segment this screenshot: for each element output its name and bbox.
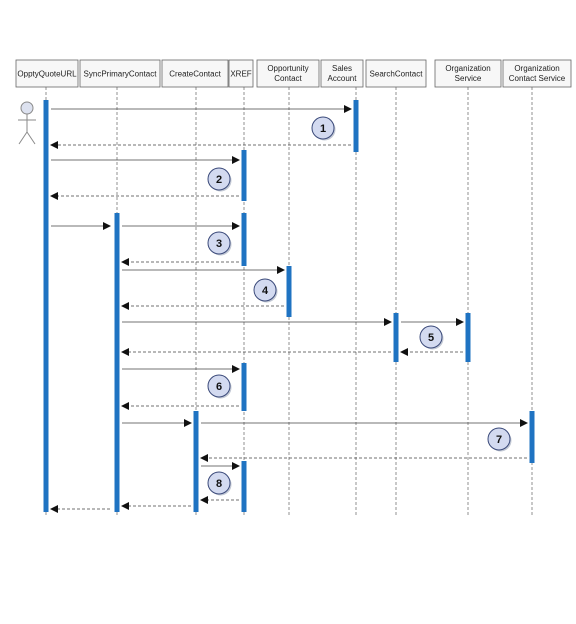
activation-bar-8 [465, 313, 471, 362]
activation-bar-5 [241, 213, 247, 266]
participant-label: Opportunity [267, 64, 308, 73]
participant-label: SearchContact [370, 70, 424, 79]
participant-label: CreateContact [169, 70, 221, 79]
participant-label: OpptyQuoteURL [17, 70, 77, 79]
participant-label: XREF [230, 70, 251, 79]
step-number: 4 [262, 285, 269, 297]
step-number: 6 [216, 381, 222, 393]
participant-label: Service [455, 74, 482, 83]
participant-label: Organization [514, 64, 559, 73]
activation-bar-12 [241, 461, 247, 512]
step-badge-4: 4 [253, 278, 278, 303]
participant-box [79, 59, 161, 88]
activation-bar-9 [241, 363, 247, 411]
activation-bar-2 [353, 100, 359, 152]
participant-box [434, 59, 502, 88]
participant-label: SyncPrimaryContact [84, 70, 158, 79]
actor-icon [18, 101, 36, 145]
participant-2: SyncPrimaryContact [79, 59, 161, 88]
participant-headers: OpptyQuoteURL SyncPrimaryContact CreateCon… [15, 59, 572, 88]
activation-bar-7 [393, 313, 399, 362]
step-number: 1 [320, 123, 326, 135]
activation-bar-1 [43, 100, 49, 512]
participant-4: XREF [228, 59, 254, 88]
participant-box [161, 59, 229, 88]
participant-7: SearchContact [365, 59, 427, 88]
step-number: 5 [428, 332, 434, 344]
activation-bar-10 [193, 411, 199, 512]
step-badge-3: 3 [207, 231, 232, 256]
activation-bar-4 [114, 213, 120, 512]
participant-label: Contact [274, 74, 302, 83]
step-badge-5: 5 [419, 325, 444, 350]
step-badge-7: 7 [487, 427, 512, 452]
step-badge-2: 2 [207, 167, 232, 192]
participant-box [256, 59, 320, 88]
participant-label: Organization [445, 64, 490, 73]
activation-bars [43, 100, 535, 512]
activation-bar-6 [286, 266, 292, 317]
step-badge-1: 1 [311, 116, 336, 141]
participant-label: Account [328, 74, 358, 83]
step-number: 3 [216, 238, 222, 250]
participant-box [502, 59, 572, 88]
participant-3: CreateContact [161, 59, 229, 88]
step-number: 7 [496, 434, 502, 446]
participant-box [320, 59, 364, 88]
step-badge-8: 8 [207, 471, 232, 496]
activation-bar-3 [241, 150, 247, 201]
participant-label: Contact Service [509, 74, 566, 83]
participant-box [15, 59, 79, 88]
participant-label: Sales [332, 64, 352, 73]
step-badge-6: 6 [207, 374, 232, 399]
step-number: 8 [216, 478, 222, 490]
step-number: 2 [216, 174, 222, 186]
activation-bar-11 [529, 411, 535, 463]
step-badges: 1 2 3 4 5 6 7 8 [207, 116, 512, 496]
participant-box [228, 59, 254, 88]
participant-box [365, 59, 427, 88]
participant-1: OpptyQuoteURL [15, 59, 79, 88]
messages [50, 105, 528, 513]
